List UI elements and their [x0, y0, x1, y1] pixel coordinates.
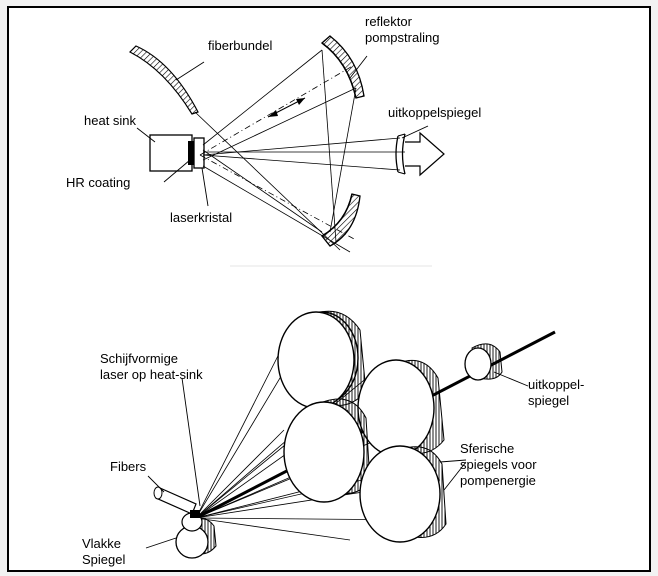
top-leader-lines	[137, 56, 428, 206]
flat-mirror	[176, 510, 216, 558]
bottom-disk-laser-diagram	[146, 311, 555, 558]
label-sferische-line3: pompenergie	[460, 473, 536, 488]
spherical-mirror-4	[360, 446, 446, 542]
spherical-mirror-1	[278, 311, 366, 408]
label-uitkoppelspiegel: uitkoppelspiegel	[388, 105, 481, 120]
label-reflektor-line1: reflektor	[365, 14, 412, 29]
label-vlakke-line1: Vlakke	[82, 536, 121, 551]
heat-sink	[150, 135, 192, 171]
double-arrow	[268, 98, 305, 117]
fiber-connector	[154, 487, 196, 514]
output-coupler-cylinder	[465, 344, 502, 380]
label-hr-coating: HR coating	[66, 175, 130, 190]
label-uitkoppel-line1: uitkoppel-	[528, 377, 584, 392]
fiber-bundle	[130, 46, 198, 114]
label-sferische-line2: spiegels voor	[460, 457, 537, 472]
output-coupler-mirror	[396, 134, 405, 174]
lower-reflector-mirror	[322, 194, 360, 246]
spherical-mirror-2	[358, 360, 444, 456]
label-heat-sink: heat sink	[84, 113, 136, 128]
label-uitkoppel-line2: spiegel	[528, 393, 569, 408]
label-schijfvormige-line1: Schijfvormige	[100, 351, 178, 366]
label-laserkristal: laserkristal	[170, 210, 232, 225]
upper-reflector-mirror	[322, 36, 364, 98]
laser-crystal	[194, 138, 204, 168]
label-sferische-line1: Sferische	[460, 441, 514, 456]
label-reflektor-line2: pompstraling	[365, 30, 439, 45]
label-schijfvormige-line2: laser op heat-sink	[100, 367, 203, 382]
label-fiberbundel: fiberbundel	[208, 38, 272, 53]
output-beam-arrow	[405, 133, 444, 175]
label-fibers: Fibers	[110, 459, 146, 474]
label-vlakke-line2: Spiegel	[82, 552, 125, 567]
spherical-mirror-3	[284, 399, 370, 502]
